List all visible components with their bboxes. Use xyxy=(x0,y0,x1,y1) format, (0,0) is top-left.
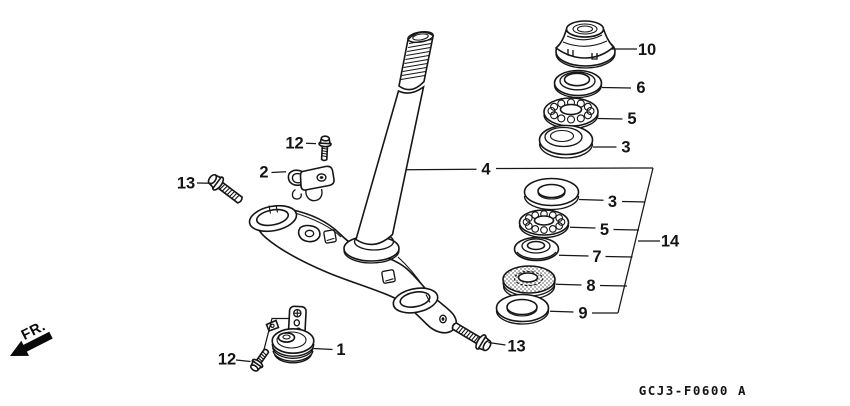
lower-dust-seal xyxy=(502,265,556,300)
callout-8: 8 xyxy=(586,277,595,295)
callout-10: 10 xyxy=(638,41,656,59)
lower-top-race xyxy=(523,177,580,211)
lower-steel-ball-ring xyxy=(518,209,570,239)
callout-3-lower: 3 xyxy=(608,193,617,211)
callout-4: 4 xyxy=(481,161,491,179)
lower-triple-clamp xyxy=(248,204,458,334)
leader-lines xyxy=(196,48,660,363)
wire-clamp-stay xyxy=(287,165,335,202)
horn xyxy=(265,305,315,364)
callout-2: 2 xyxy=(259,164,268,182)
upper-bearing-race xyxy=(538,124,594,159)
horn-screw xyxy=(250,348,270,372)
square-hole-right xyxy=(381,269,396,284)
steering-stem-nut xyxy=(554,20,616,69)
callout-14: 14 xyxy=(661,233,680,251)
square-hole-left xyxy=(323,229,337,244)
flange-bolt-lower xyxy=(451,322,492,352)
callout-12-upper: 12 xyxy=(285,135,303,153)
callout-5-lower: 5 xyxy=(600,221,609,239)
reflector-tab xyxy=(297,224,321,243)
callout-1: 1 xyxy=(336,341,345,359)
left-fork-clamp-hole xyxy=(248,204,298,233)
right-fork-clamp-hole xyxy=(392,287,447,324)
callout-5-upper: 5 xyxy=(627,110,636,128)
flange-bolt-left xyxy=(207,173,243,204)
clamp-screw-upper xyxy=(318,135,332,162)
callout-7: 7 xyxy=(592,248,601,266)
drawing-code: GCJ3-F0600 A xyxy=(639,383,747,398)
callout-9: 9 xyxy=(578,305,587,323)
lower-seal-washer xyxy=(495,293,550,325)
callout-3-upper: 3 xyxy=(621,139,630,157)
upper-steel-ball-ring xyxy=(543,97,599,130)
steering-stem xyxy=(355,30,435,246)
callout-13-lower: 13 xyxy=(507,338,525,356)
upper-dust-seal xyxy=(553,69,603,99)
callout-13-left: 13 xyxy=(177,175,195,193)
callout-12-lower: 12 xyxy=(218,351,236,369)
lower-cone-race xyxy=(513,236,560,262)
front-arrow-icon xyxy=(10,331,53,356)
callout-6: 6 xyxy=(636,79,645,97)
front-direction-indicator: FR. xyxy=(10,318,53,356)
